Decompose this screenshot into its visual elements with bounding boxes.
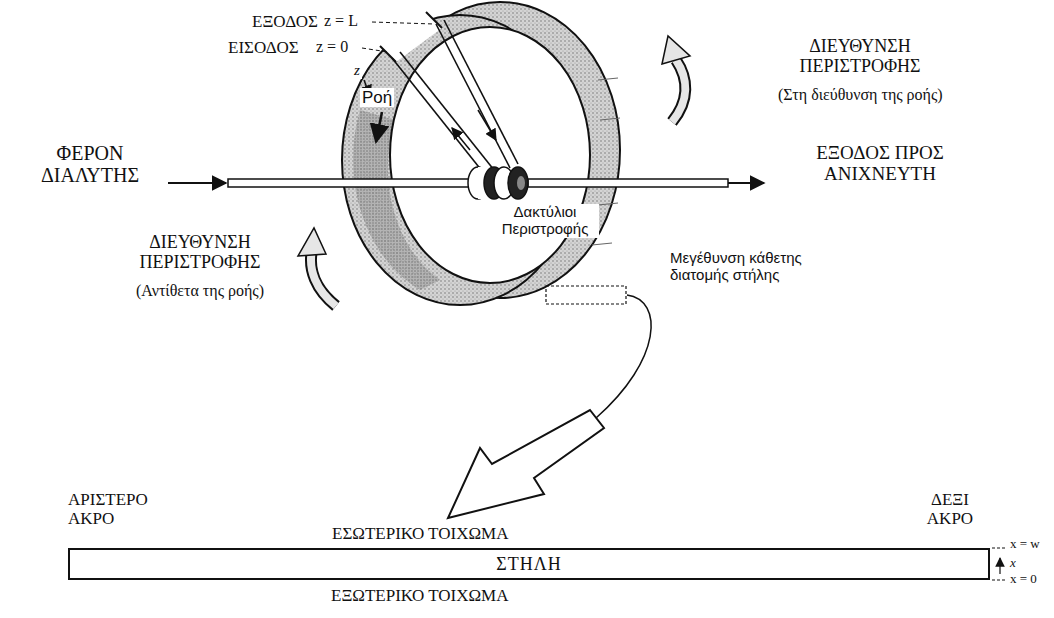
column-section: ΣΤΗΛΗ <box>68 548 990 580</box>
rotation-arrow <box>662 36 690 122</box>
tube-arrow <box>452 128 470 150</box>
position-label: z = 0 <box>314 38 350 56</box>
zoom-leader <box>596 295 651 418</box>
ring-cut <box>380 12 442 62</box>
rotation-rings <box>468 167 528 199</box>
position-label: z = L <box>322 12 360 30</box>
rotation-label: ΔΙΕΥΘΥΝΣΗ ΠΕΡΙΣΤΡΟΦΗΣ <box>768 36 952 76</box>
rotation-note: (Αντίθετα της ροής) <box>134 282 266 300</box>
position-label: x = 0 <box>1008 572 1039 587</box>
axis-label: z <box>352 62 362 79</box>
port-label: ΕΞΟΔΟΣ <box>250 12 320 31</box>
flow-label: Ροή <box>360 88 394 107</box>
outlet-label: ΕΞΟΔΟΣ ΠΡΟΣ ΑΝΙΧΝΕΥΤΗ <box>778 142 982 185</box>
zoom-box <box>546 286 626 304</box>
inlet-label: ΦΕΡΟΝ ΔΙΑΛΥΤΗΣ <box>23 142 157 187</box>
rotation-arrow <box>298 228 336 306</box>
rotation-label: ΔΙΕΥΘΥΝΣΗ ΠΕΡΙΣΤΡΟΦΗΣ <box>108 232 292 272</box>
connecting-tubes <box>392 20 518 176</box>
wall-label: ΕΣΩΤΕΡΙΚΟ ΤΟΙΧΩΜΑ <box>330 524 510 543</box>
axis-label: x <box>1008 556 1018 571</box>
end-label: ΔΕΞΙ ΑΚΡΟ <box>908 490 992 528</box>
inlet-tube <box>228 179 472 187</box>
zoom-label: Μεγέθυνση κάθετης διατομής στήλης <box>668 250 822 284</box>
outlet-tube <box>528 179 728 187</box>
zoom-arrow <box>448 410 604 518</box>
rotation-note: (Στη διεύθυνση της ροής) <box>776 86 945 104</box>
end-label: ΑΡΙΣΤΕΡΟ ΑΚΡΟ <box>66 490 190 528</box>
port-label: ΕΙΣΟΔΟΣ <box>226 38 301 57</box>
position-label: x = w <box>1008 537 1042 552</box>
wall-label: ΕΞΩΤΕΡΙΚΟ ΤΟΙΧΩΜΑ <box>329 586 510 605</box>
ring-hole <box>390 27 590 283</box>
rings-label: Δακτύλιοι Περιστροφής <box>491 204 599 238</box>
flow-arrow <box>376 112 382 142</box>
column-label: ΣΤΗΛΗ <box>496 554 562 575</box>
tube-arrow <box>478 110 496 140</box>
